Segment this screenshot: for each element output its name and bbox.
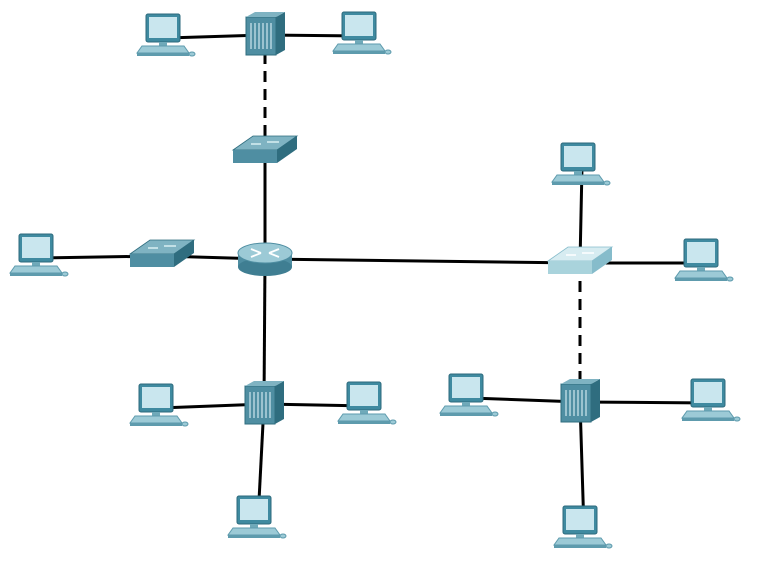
pc-icon [9, 233, 69, 277]
pc-icon [337, 381, 397, 425]
pc-icon [136, 13, 196, 57]
link-solid-router-center-switch-right [264, 257, 581, 265]
nodes-layer [9, 11, 741, 549]
pc-icon [674, 238, 734, 282]
pc-icon [129, 383, 189, 427]
router-icon [237, 242, 293, 276]
hub-icon [244, 381, 284, 425]
link-solid-hub-bottom-right-pc-br-right [579, 400, 713, 405]
pc-icon [681, 378, 741, 422]
link-solid-router-center-hub-bottom-left [262, 258, 267, 405]
pc-icon [227, 495, 287, 539]
switch-icon [231, 135, 299, 163]
links-layer [39, 33, 713, 531]
pc-icon [551, 142, 611, 186]
pc-icon [553, 505, 613, 549]
pc-icon [439, 373, 499, 417]
hub-icon [560, 379, 600, 423]
switch-icon [128, 239, 196, 267]
hub-icon [245, 12, 285, 56]
pc-icon [332, 11, 392, 55]
switch-icon [546, 246, 614, 274]
